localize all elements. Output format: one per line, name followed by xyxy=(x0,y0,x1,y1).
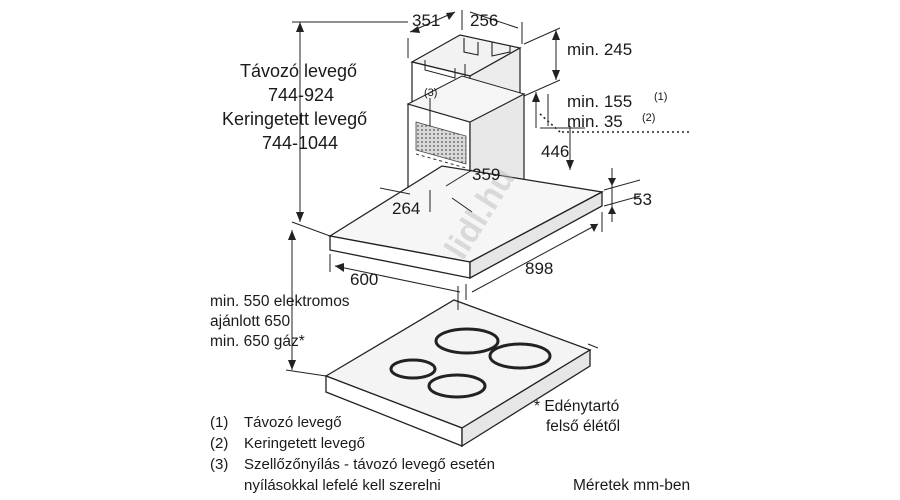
dimension-lines xyxy=(285,10,690,377)
clearance-gas: min. 650 gáz* xyxy=(210,333,305,350)
exhaust-label: Távozó levegő xyxy=(240,61,357,81)
burner xyxy=(488,342,552,370)
callout-vent: (3) xyxy=(424,87,437,99)
recirc-range: 744-1044 xyxy=(262,133,338,153)
clearance-electric: min. 550 elektromos xyxy=(210,293,350,310)
dim-min-recirc-ref: (2) xyxy=(642,112,655,124)
legend-text: nyílásokkal lefelé kell szerelni xyxy=(244,477,441,494)
legend-num: (2) xyxy=(210,435,228,452)
clearance-recommended: ajánlott 650 xyxy=(210,313,291,330)
dim-canopy-width: 898 xyxy=(525,259,553,278)
dim-chimney-depth: 256 xyxy=(470,11,498,30)
dim-inner-width: 264 xyxy=(392,199,420,218)
dim-canopy-height: 53 xyxy=(633,190,652,209)
legend: (1) Távozó levegő (2) Keringetett levegő… xyxy=(210,414,495,494)
burner xyxy=(434,327,500,355)
dim-min-top: min. 245 xyxy=(567,40,632,59)
units-note: Méretek mm-ben xyxy=(573,477,690,494)
exhaust-range: 744-924 xyxy=(268,85,334,105)
ventilation-grille xyxy=(415,121,467,165)
legend-num: (3) xyxy=(210,456,228,473)
dim-inner-depth: 359 xyxy=(472,165,500,184)
burner xyxy=(389,358,437,380)
recirc-label: Keringetett levegő xyxy=(222,109,367,129)
legend-text: Keringetett levegő xyxy=(244,435,365,452)
dim-min-recirc: min. 35 xyxy=(567,112,623,131)
legend-text: Szellőzőnyílás - távozó levegő esetén xyxy=(244,456,495,473)
dim-min-exhaust: min. 155 xyxy=(567,92,632,111)
dim-min-exhaust-ref: (1) xyxy=(654,91,667,103)
canopy xyxy=(328,165,605,280)
dim-446: 446 xyxy=(541,142,569,161)
footnote-line1: * Edénytartó xyxy=(534,398,619,415)
arrowheads xyxy=(288,12,616,370)
cooktop xyxy=(324,299,592,448)
legend-text: Távozó levegő xyxy=(244,414,342,431)
legend-num: (1) xyxy=(210,414,228,431)
dim-chimney-width: 351 xyxy=(412,11,440,30)
burner xyxy=(427,373,487,399)
footnote-line2: felső élétől xyxy=(546,418,620,435)
dim-canopy-depth: 600 xyxy=(350,270,378,289)
